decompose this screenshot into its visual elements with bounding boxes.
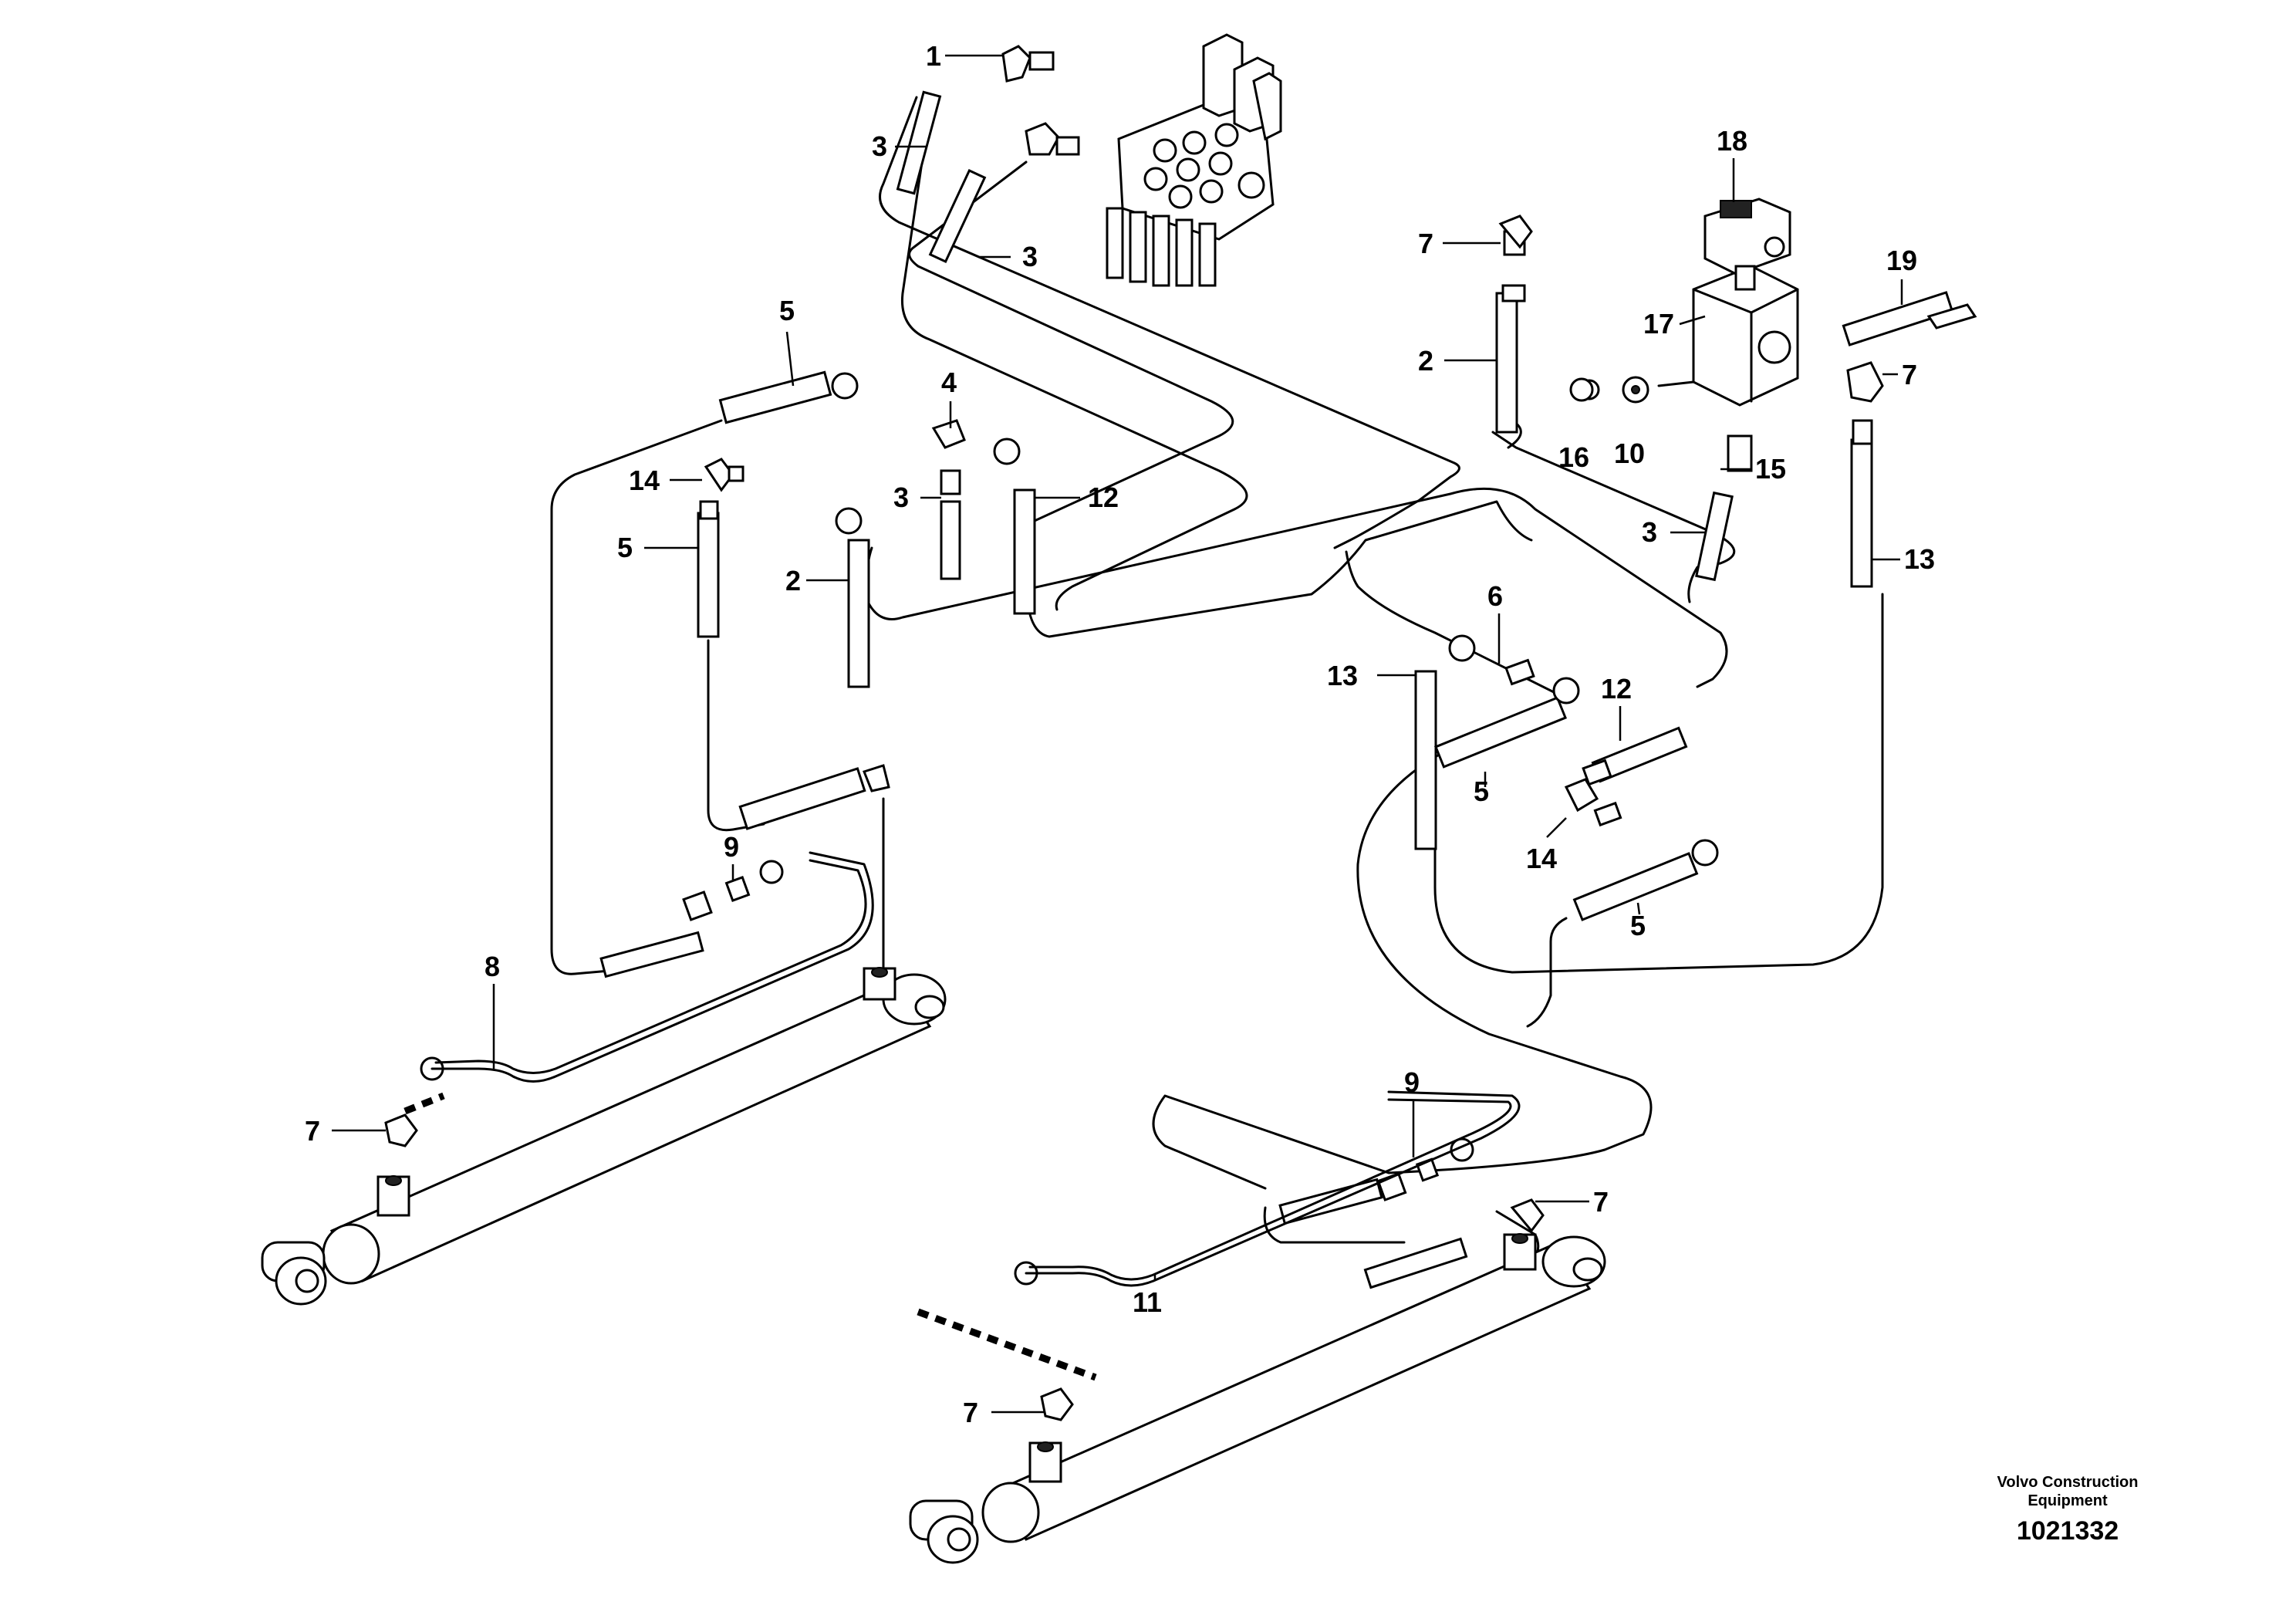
solenoid-valve-assembly: [1692, 198, 1799, 407]
callout-7: 7: [963, 1397, 978, 1428]
callout-12: 12: [1088, 482, 1119, 513]
hose-route-right-cylinder: [1152, 550, 1884, 1244]
callout-13: 13: [1327, 660, 1358, 691]
callout-7: 7: [1902, 359, 1917, 390]
callout-3: 3: [1022, 241, 1038, 272]
callout-3: 3: [893, 482, 909, 513]
title-block: Volvo Construction Equipment 1021332: [1997, 1474, 2139, 1546]
small-parts: [1569, 303, 1977, 402]
steel-tubes: [403, 851, 1521, 1381]
leader-lines: [332, 54, 1903, 1414]
control-valve-block: [1106, 33, 1282, 287]
callout-labels: 1 3 3 5 4 14 5 3 12 2 18 7 19 17 2 7 16 …: [305, 40, 1935, 1428]
left-hydraulic-cylinder: [261, 967, 947, 1306]
callout-18: 18: [1717, 125, 1747, 157]
credit-line-1: Volvo Construction: [1997, 1474, 2139, 1491]
callout-2: 2: [785, 565, 801, 596]
callout-14: 14: [629, 465, 660, 496]
hose-route-upper-long: [879, 96, 1736, 611]
callout-1: 1: [926, 40, 941, 72]
callout-7: 7: [1418, 228, 1433, 259]
callout-15: 15: [1755, 453, 1786, 485]
callout-12: 12: [1601, 673, 1632, 705]
callout-19: 19: [1886, 245, 1917, 276]
callout-13: 13: [1904, 543, 1935, 575]
callout-7: 7: [305, 1115, 320, 1147]
hose-routes: [550, 96, 1884, 1282]
callout-4: 4: [941, 367, 957, 398]
callout-8: 8: [485, 951, 500, 982]
callout-9: 9: [724, 831, 739, 863]
callout-17: 17: [1643, 308, 1674, 340]
callout-11: 11: [1133, 1286, 1162, 1318]
callout-5: 5: [617, 532, 633, 563]
callout-5: 5: [1474, 776, 1489, 807]
right-hydraulic-cylinder: [909, 1233, 1606, 1564]
callout-5: 5: [779, 295, 795, 326]
callout-2: 2: [1418, 345, 1433, 377]
callout-9: 9: [1404, 1066, 1420, 1098]
callout-3: 3: [872, 130, 887, 162]
hose-sleeves: [599, 90, 1873, 1289]
callout-7: 7: [1593, 1186, 1609, 1218]
callout-14: 14: [1526, 843, 1557, 874]
callout-10: 10: [1614, 438, 1645, 469]
callout-6: 6: [1487, 580, 1503, 612]
callout-3: 3: [1642, 516, 1657, 548]
callout-5: 5: [1630, 910, 1646, 941]
credit-line-2: Equipment: [2028, 1492, 2108, 1509]
drawing-number: 1021332: [2017, 1516, 2119, 1546]
callout-16: 16: [1558, 441, 1589, 473]
